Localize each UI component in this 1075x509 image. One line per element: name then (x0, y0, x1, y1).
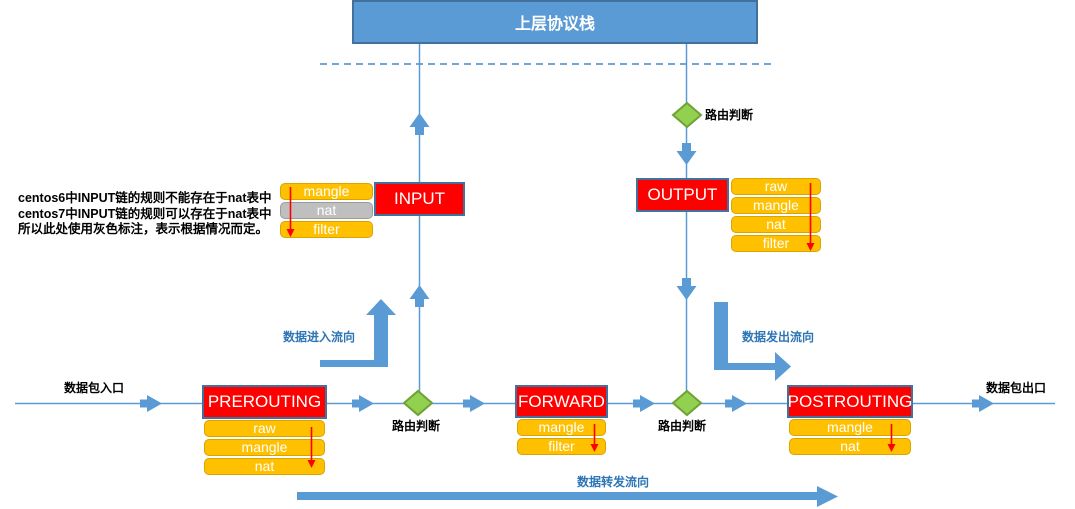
input-chain-box: INPUT (374, 182, 465, 216)
routing-decision-diamond-right (671, 389, 703, 417)
table-row-mangle: mangle (789, 419, 911, 436)
arrow-right-icon (972, 395, 994, 412)
prerouting-chain-box: PREROUTING (202, 385, 327, 419)
arrow-up-icon (409, 285, 430, 307)
forward-chain-label: FORWARD (518, 391, 605, 411)
data-forward-flow-label: 数据转发流向 (577, 475, 650, 489)
table-row-nat-gray: nat (280, 202, 373, 219)
table-row-filter: filter (280, 221, 373, 238)
table-row-nat: nat (204, 458, 325, 475)
output-chain-label: OUTPUT (647, 185, 718, 204)
forward-chain-box: FORWARD (515, 385, 608, 418)
table-row-filter: filter (731, 235, 821, 252)
packet-in-label: 数据包入口 (64, 381, 125, 395)
packet-out-label: 数据包出口 (986, 381, 1047, 395)
arrow-right-icon (633, 395, 655, 412)
postrouting-chain-label: POSTROUTING (787, 391, 913, 411)
arrow-right-icon (725, 395, 747, 412)
arrow-right-icon (463, 395, 485, 412)
prerouting-tables-stack: raw mangle nat (204, 420, 325, 477)
output-tables-stack: raw mangle nat filter (731, 178, 821, 254)
arrow-right-icon (352, 395, 374, 412)
annotation-line-1: centos6中INPUT链的规则不能存在于nat表中 (18, 191, 272, 205)
postrouting-chain-box: POSTROUTING (787, 385, 913, 418)
upper-protocol-stack-label: 上层协议栈 (514, 16, 595, 33)
annotation-line-2: centos7中INPUT链的规则可以存在于nat表中 (18, 206, 272, 221)
table-row-nat: nat (789, 438, 911, 455)
data-out-flow-label: 数据发出流向 (742, 330, 815, 344)
prerouting-chain-label: PREROUTING (207, 392, 322, 411)
table-row-raw: raw (731, 178, 821, 195)
output-chain-box: OUTPUT (636, 178, 729, 212)
arrow-right-icon (140, 395, 162, 412)
upper-protocol-stack-box: 上层协议栈 (352, 0, 758, 44)
table-row-nat: nat (731, 216, 821, 233)
table-row-mangle: mangle (280, 183, 373, 200)
data-in-flow-label: 数据进入流向 (283, 330, 356, 344)
routing-decision-label-top: 路由判断 (705, 108, 754, 122)
routing-decision-label-right: 路由判断 (658, 419, 707, 433)
table-row-mangle: mangle (731, 197, 821, 214)
input-chain-label: INPUT (394, 189, 445, 208)
forward-flow-arrow (297, 486, 838, 507)
table-row-mangle: mangle (517, 419, 606, 436)
table-row-mangle: mangle (204, 439, 325, 456)
arrow-up-icon (409, 113, 430, 135)
table-row-raw: raw (204, 420, 325, 437)
forward-tables-stack: mangle filter (517, 419, 606, 457)
centos-nat-annotation: centos6中INPUT链的规则不能存在于nat表中 centos7中INPU… (18, 191, 288, 238)
postrouting-tables-stack: mangle nat (789, 419, 911, 457)
arrow-down-icon (676, 143, 697, 165)
routing-decision-label-left: 路由判断 (392, 419, 441, 433)
input-tables-stack: mangle nat filter (280, 183, 373, 240)
annotation-line-3: 所以此处使用灰色标注，表示根据情况而定。 (18, 222, 269, 236)
routing-decision-diamond-top (671, 101, 703, 129)
table-row-filter: filter (517, 438, 606, 455)
routing-decision-diamond-left (402, 389, 434, 417)
arrow-down-icon (676, 278, 697, 300)
